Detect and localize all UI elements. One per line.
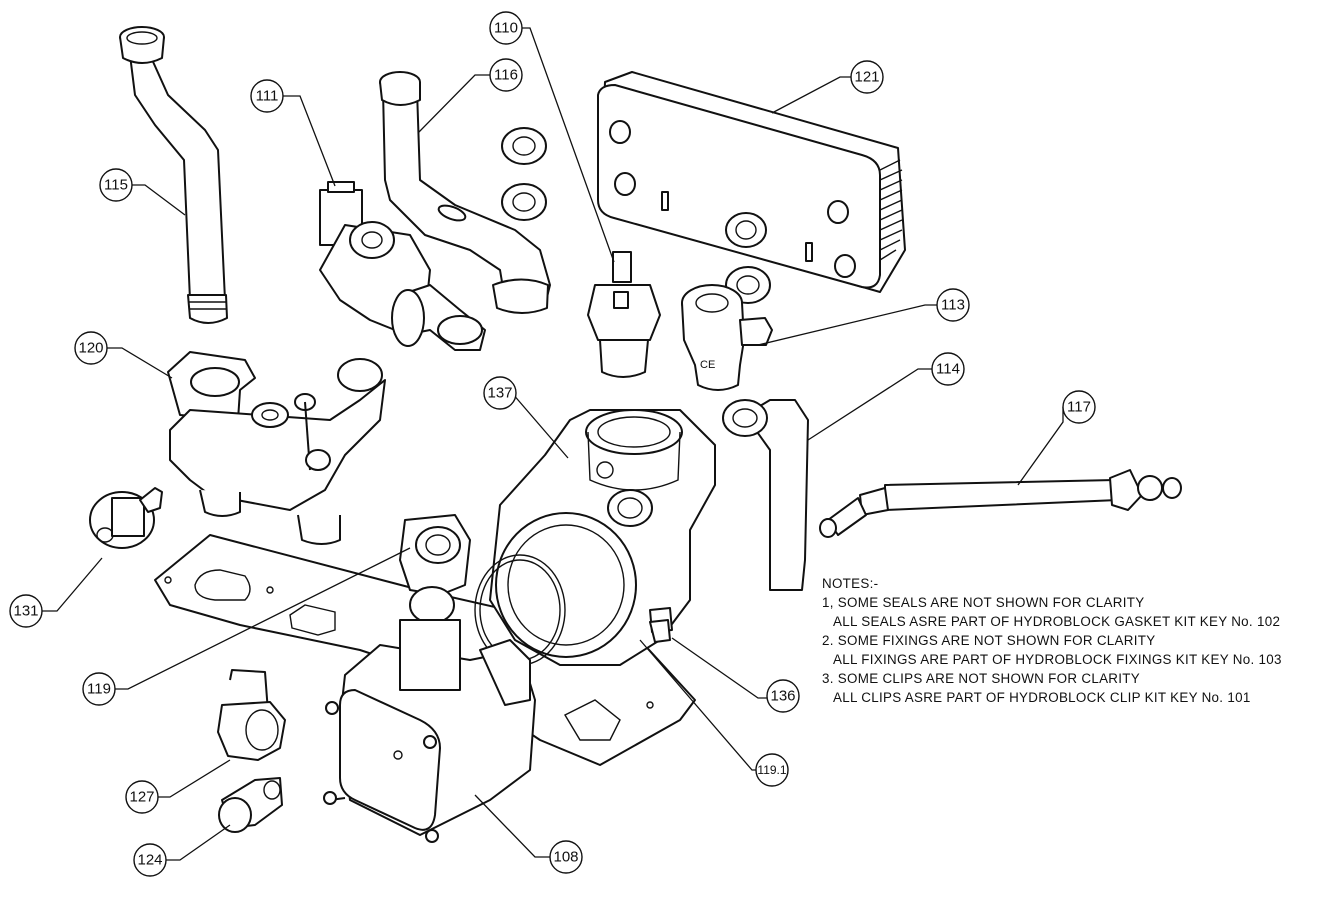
callout-116: 116 [489,58,523,92]
part-108-pump-motor [323,619,536,843]
callout-131: 131 [9,594,43,628]
part-111-valve [319,181,486,351]
note-line: ALL CLIPS ASRE PART OF HYDROBLOCK CLIP K… [833,690,1251,705]
callout-119-1: 119.1 [755,753,789,787]
svg-text:119.1: 119.1 [757,763,786,777]
svg-text:110: 110 [494,20,518,37]
callout-114: 114 [931,352,965,386]
svg-text:CE: CE [700,359,715,371]
callout-127: 127 [125,780,159,814]
notes-heading: NOTES:- [822,576,879,591]
callout-120: 120 [74,331,108,365]
note-line: ALL SEALS ASRE PART OF HYDROBLOCK GASKET… [833,614,1281,629]
svg-text:116: 116 [494,67,518,84]
svg-text:121: 121 [854,69,879,86]
callout-110: 110 [489,11,523,45]
callout-124: 124 [133,843,167,877]
callout-119: 119 [82,672,116,706]
part-127-sensor [217,669,286,761]
svg-text:111: 111 [256,88,279,105]
note-line: 1, SOME SEALS ARE NOT SHOWN FOR CLARITY [822,595,1145,610]
leader-lines [42,27,1064,861]
callout-136: 136 [766,679,800,713]
svg-text:115: 115 [104,177,128,194]
svg-text:108: 108 [553,849,578,866]
part-110-valve [587,251,661,378]
callout-137: 137 [483,376,517,410]
svg-text:117: 117 [1067,399,1091,416]
part-115-pipe [119,26,228,324]
callout-111: 111 [250,79,284,113]
svg-text:127: 127 [129,789,154,806]
part-136-fitting [649,619,671,643]
callout-117: 117 [1062,390,1096,424]
svg-text:131: 131 [13,603,38,620]
note-line: 3. SOME CLIPS ARE NOT SHOWN FOR CLARITY [822,671,1141,686]
svg-text:114: 114 [936,361,960,378]
part-114-pipe [722,399,809,591]
svg-text:113: 113 [941,297,965,314]
clip-connectors [399,514,471,624]
svg-text:120: 120 [78,340,103,357]
svg-text:119: 119 [87,681,111,698]
part-137-pump-housing [489,409,716,666]
part-131-sensor [89,487,163,549]
note-line: ALL FIXINGS ARE PART OF HYDROBLOCK FIXIN… [833,652,1282,667]
callout-115: 115 [99,168,133,202]
callout-113: 113 [936,288,970,322]
callout-121: 121 [850,60,884,94]
part-113-valve: CE [681,284,773,391]
part-121-heat-exchanger [597,71,906,293]
notes-block: NOTES:- 1, SOME SEALS ARE NOT SHOWN FOR … [822,574,1282,707]
part-117-hose [819,469,1182,538]
svg-text:136: 136 [770,688,795,705]
svg-text:137: 137 [487,385,512,402]
part-120-manifold [167,351,386,545]
svg-text:124: 124 [137,852,162,869]
note-line: 2. SOME FIXINGS ARE NOT SHOWN FOR CLARIT… [822,633,1156,648]
callout-108: 108 [549,840,583,874]
seal-rings-group [501,127,771,304]
part-124-sensor [218,777,283,833]
part-116-pipe [379,71,551,314]
